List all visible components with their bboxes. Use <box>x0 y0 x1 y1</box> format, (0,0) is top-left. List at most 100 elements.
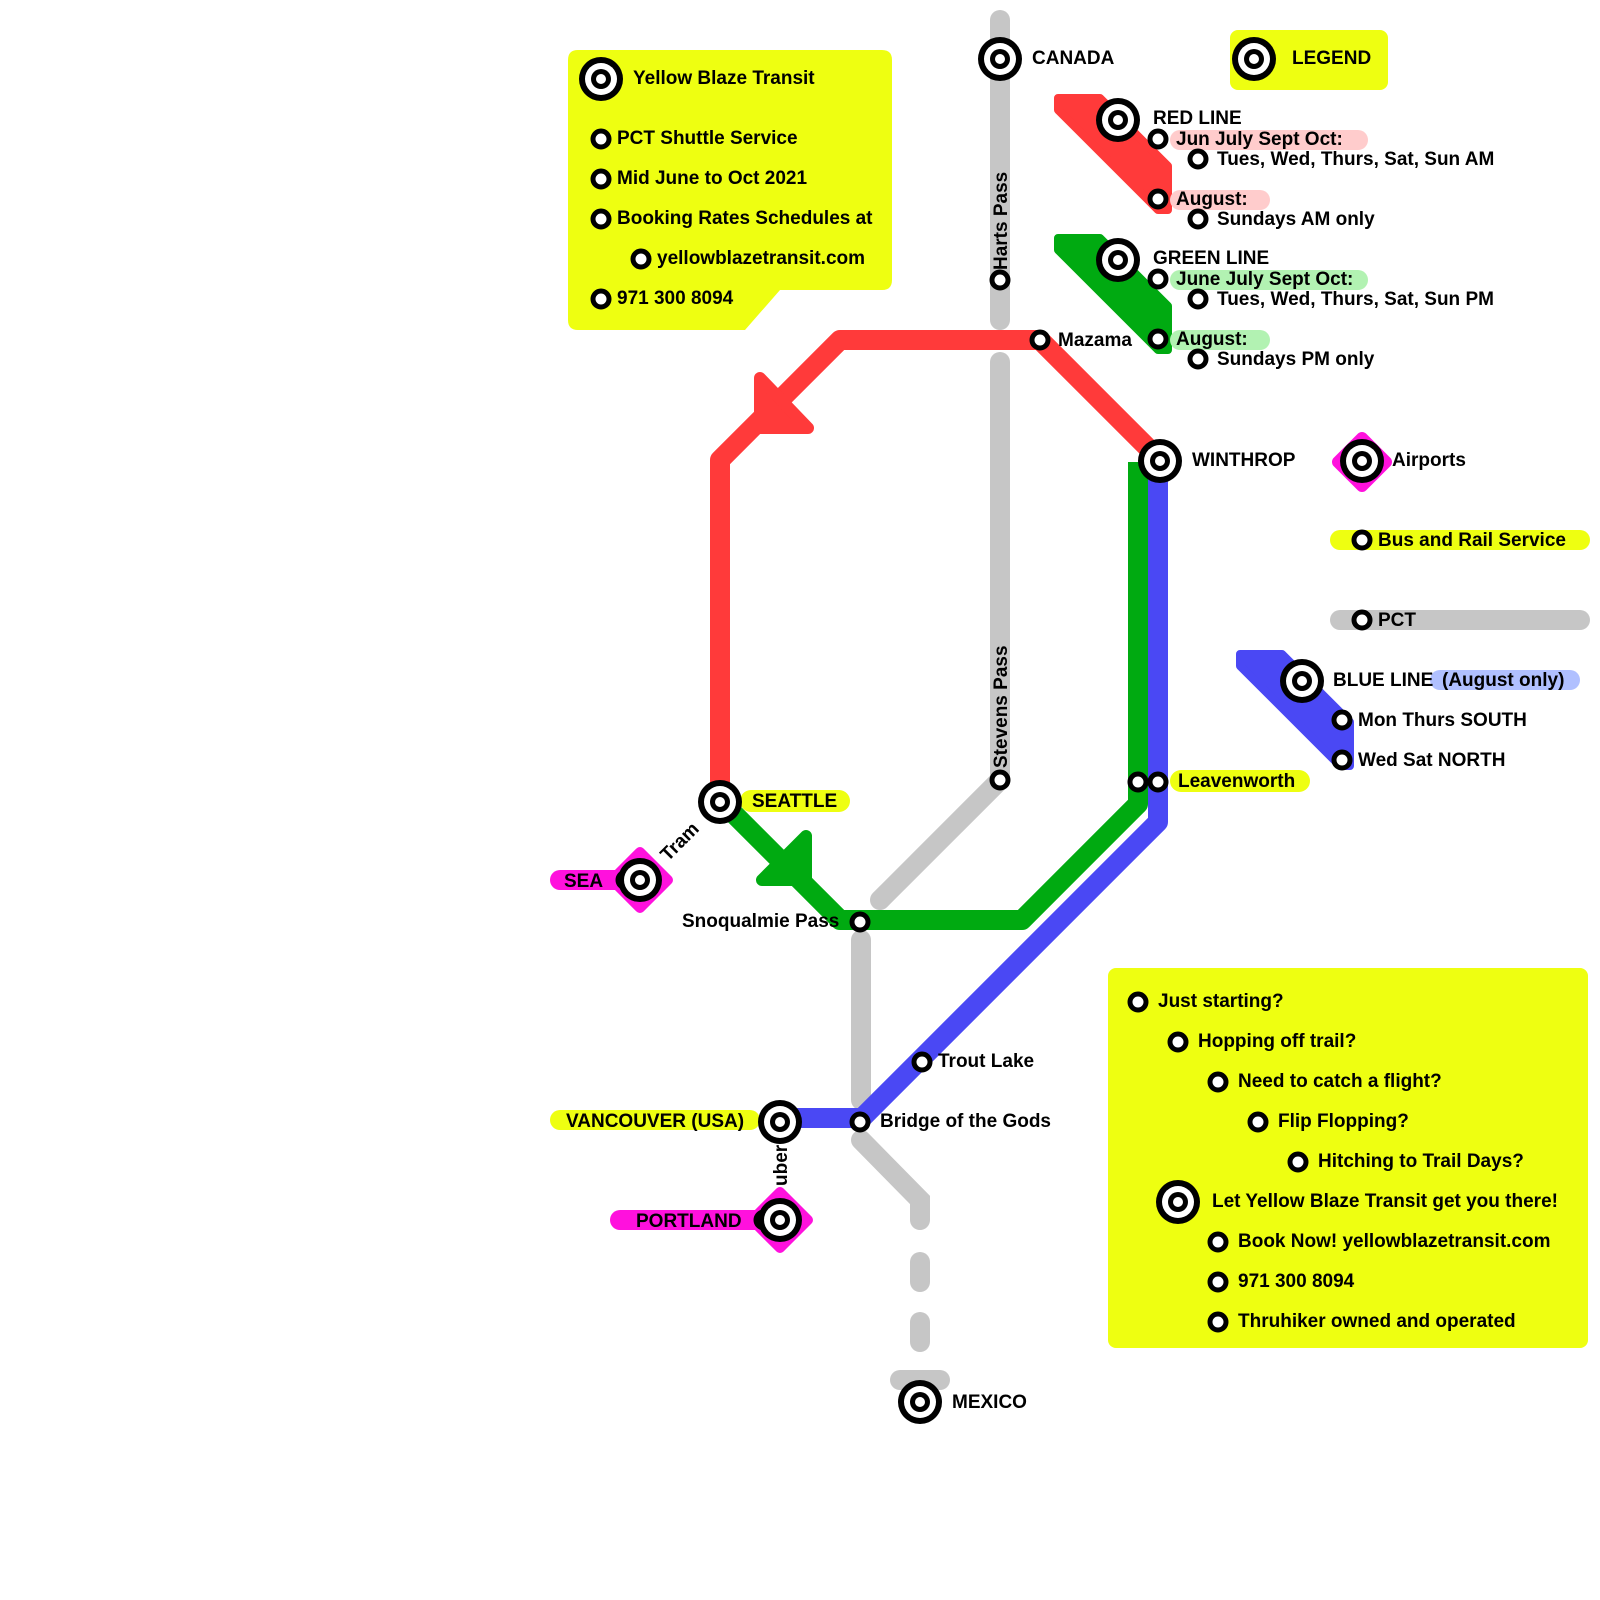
legend-blue-south: Mon Thurs SOUTH <box>1358 710 1527 731</box>
info-website-link[interactable]: yellowblazetransit.com <box>657 248 865 269</box>
legend-title: LEGEND <box>1292 48 1371 69</box>
red-line <box>710 330 1166 800</box>
promo-bullet-icon[interactable] <box>1207 1311 1229 1333</box>
station-winthrop[interactable] <box>1138 439 1182 483</box>
legend-red-stop-icon[interactable] <box>1187 148 1209 170</box>
green-line-arrow <box>756 830 812 886</box>
legend-pct: PCT <box>1378 610 1416 631</box>
promo-book-link[interactable]: Book Now! yellowblazetransit.com <box>1238 1231 1551 1252</box>
promo-bullet-icon[interactable] <box>1207 1231 1229 1253</box>
info-line: PCT Shuttle Service <box>617 128 798 149</box>
station-bridge-of-the-gods[interactable] <box>849 1111 871 1133</box>
legend-red-season2-bg <box>1170 190 1270 210</box>
station-label-stevens-pass[interactable]: Stevens Pass <box>991 645 1012 768</box>
info-bullet-icon[interactable] <box>590 128 612 150</box>
station-label-mexico[interactable]: MEXICO <box>952 1392 1027 1413</box>
legend-green-days1: Tues, Wed, Thurs, Sat, Sun PM <box>1217 289 1494 310</box>
promo-bullet-icon[interactable] <box>1167 1031 1189 1053</box>
legend-red-season2: August: <box>1176 189 1248 210</box>
red-line-arrow <box>754 372 814 434</box>
legend-red-stop-icon[interactable] <box>1147 188 1169 210</box>
legend-green-stop-icon[interactable] <box>1147 268 1169 290</box>
legend-blue-note-bg <box>1430 670 1580 690</box>
legend-bus-rail-icon[interactable] <box>1351 529 1373 551</box>
promo-bullet-icon[interactable] <box>1247 1111 1269 1133</box>
promo-bullet-icon[interactable] <box>1127 991 1149 1013</box>
station-label-winthrop[interactable]: WINTHROP <box>1192 450 1296 471</box>
legend-pct-swatch <box>1330 610 1590 630</box>
info-box-title: Yellow Blaze Transit <box>633 68 815 89</box>
station-leavenworth-blue[interactable] <box>1147 771 1169 793</box>
promo-phone[interactable]: 971 300 8094 <box>1238 1271 1355 1292</box>
legend-blue-stop-icon[interactable] <box>1331 749 1353 771</box>
blue-line <box>780 462 1168 1128</box>
legend-green-hub-icon[interactable] <box>1096 238 1140 282</box>
station-label-seattle[interactable]: SEATTLE <box>752 791 837 812</box>
station-mexico[interactable] <box>898 1380 942 1424</box>
station-label-bridge-of-the-gods[interactable]: Bridge of the Gods <box>880 1111 1051 1132</box>
station-markers <box>579 37 1384 1424</box>
info-box-hub-icon[interactable] <box>579 57 623 101</box>
promo-question: Need to catch a flight? <box>1238 1071 1442 1092</box>
legend-red-days1: Tues, Wed, Thurs, Sat, Sun AM <box>1217 149 1494 170</box>
legend-green-season2: August: <box>1176 329 1248 350</box>
legend-red-season1-bg <box>1170 130 1368 150</box>
station-snoqualmie-pass[interactable] <box>849 911 871 933</box>
station-vancouver[interactable] <box>758 1100 802 1144</box>
legend-airport-icon[interactable] <box>1340 439 1384 483</box>
promo-bullet-icon[interactable] <box>1207 1071 1229 1093</box>
station-label-vancouver[interactable]: VANCOUVER (USA) <box>566 1111 744 1132</box>
legend-green-season1-bg <box>1170 270 1368 290</box>
station-label-snoqualmie-pass[interactable]: Snoqualmie Pass <box>682 911 839 932</box>
legend-green-season1: June July Sept Oct: <box>1176 269 1353 290</box>
legend-red-season1: Jun July Sept Oct: <box>1176 129 1343 150</box>
legend-green-line-name: GREEN LINE <box>1153 248 1269 269</box>
station-stevens-pass[interactable] <box>989 769 1011 791</box>
info-bullet-icon[interactable] <box>630 248 652 270</box>
station-label-sea[interactable]: SEA <box>564 871 603 892</box>
station-label-harts-pass[interactable]: Harts Pass <box>991 172 1012 270</box>
legend-green-stop-icon[interactable] <box>1187 348 1209 370</box>
legend-blue-north: Wed Sat NORTH <box>1358 750 1505 771</box>
legend-green-stop-icon[interactable] <box>1147 328 1169 350</box>
promo-hub-icon[interactable] <box>1156 1180 1200 1224</box>
station-leavenworth-green[interactable] <box>1127 771 1149 793</box>
portland-highlight <box>610 1210 770 1230</box>
station-canada[interactable] <box>978 37 1022 81</box>
legend-red-swatch <box>1054 94 1172 214</box>
station-trout-lake[interactable] <box>911 1051 933 1073</box>
legend-green-stop-icon[interactable] <box>1187 288 1209 310</box>
legend-blue-hub-icon[interactable] <box>1280 659 1324 703</box>
legend-hub-icon[interactable] <box>1232 37 1276 81</box>
info-bullet-icon[interactable] <box>590 288 612 310</box>
legend-red-stop-icon[interactable] <box>1187 208 1209 230</box>
legend-red-hub-icon[interactable] <box>1096 98 1140 142</box>
info-line[interactable]: Booking Rates Schedules at <box>617 208 873 229</box>
info-bullet-icon[interactable] <box>590 208 612 230</box>
legend-bus-rail: Bus and Rail Service <box>1378 530 1566 551</box>
station-label-mazama[interactable]: Mazama <box>1058 330 1132 351</box>
station-seattle[interactable] <box>698 780 742 824</box>
info-phone[interactable]: 971 300 8094 <box>617 288 734 309</box>
legend-bus-rail-swatch <box>1330 530 1590 550</box>
station-portland[interactable] <box>758 1198 802 1242</box>
legend-blue-line-note: (August only) <box>1442 670 1564 691</box>
legend-blue-stop-icon[interactable] <box>1331 709 1353 731</box>
station-harts-pass[interactable] <box>989 269 1011 291</box>
station-label-leavenworth[interactable]: Leavenworth <box>1178 771 1295 792</box>
legend-red-stop-icon[interactable] <box>1147 128 1169 150</box>
promo-headline: Let Yellow Blaze Transit get you there! <box>1212 1191 1558 1212</box>
station-label-trout-lake[interactable]: Trout Lake <box>938 1051 1034 1072</box>
legend-pct-icon[interactable] <box>1351 609 1373 631</box>
leavenworth-highlight <box>1170 770 1310 792</box>
promo-bullet-icon[interactable] <box>1207 1271 1229 1293</box>
info-bullet-icon[interactable] <box>590 168 612 190</box>
promo-bullet-icon[interactable] <box>1287 1151 1309 1173</box>
station-sea[interactable] <box>618 858 662 902</box>
info-line: Mid June to Oct 2021 <box>617 168 807 189</box>
station-label-canada[interactable]: CANADA <box>1032 48 1115 69</box>
station-mazama[interactable] <box>1029 329 1051 351</box>
legend-green-swatch <box>1054 234 1172 354</box>
station-label-portland[interactable]: PORTLAND <box>636 1211 742 1232</box>
